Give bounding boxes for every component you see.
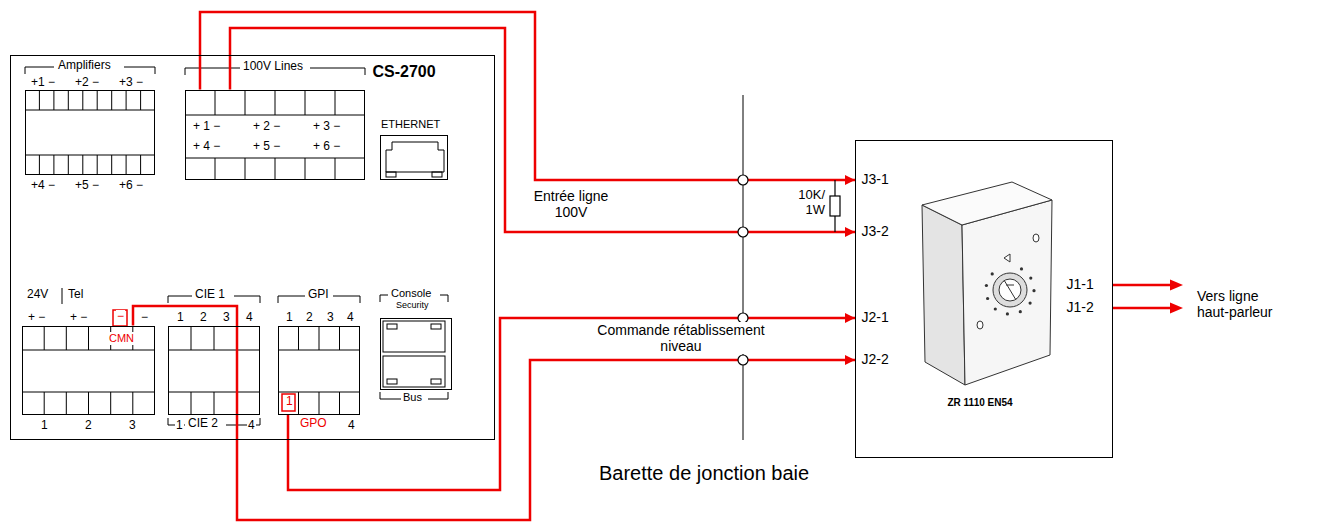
- network-ports: ConsoleSecurityBus: [380, 318, 452, 390]
- knob-dot: [1029, 277, 1032, 280]
- pin-label: +4 −: [30, 179, 56, 193]
- pin-label: 4: [245, 311, 254, 325]
- node-label: GPO: [299, 417, 328, 431]
- pin-label: 4: [347, 419, 356, 433]
- pin-label: +6 −: [118, 179, 144, 193]
- pin-label: 1: [176, 311, 185, 325]
- annotation-text: Barette de jonction baie: [598, 462, 810, 485]
- node-label: Tel: [67, 288, 84, 302]
- wire-label: Commande rétablissement niveau: [594, 322, 768, 354]
- node-label: 24V: [26, 288, 49, 302]
- annotation-text: 10K/ 1W: [786, 188, 826, 218]
- knob-dot: [985, 284, 988, 287]
- pin-label: + 3 −: [312, 120, 341, 134]
- signal-wire: [288, 318, 855, 490]
- knob-dot: [1020, 267, 1023, 270]
- pin-label: + 6 −: [312, 140, 341, 154]
- node-label: CIE 1: [194, 288, 226, 302]
- node-label: 100V Lines: [242, 60, 304, 74]
- node-label: Console: [390, 287, 432, 300]
- pin-label: +3 −: [118, 76, 144, 90]
- pin-label: 2: [84, 419, 93, 433]
- pin-label: 2: [305, 311, 314, 325]
- knob-dot: [1006, 312, 1009, 315]
- node-label: J3-2: [861, 223, 890, 239]
- node-label: J2-2: [861, 351, 890, 367]
- terminal-block: 24VTel: [22, 326, 155, 415]
- pin-label: + −: [27, 311, 46, 325]
- node-label: J2-1: [861, 309, 890, 325]
- terminal-block: Amplifiers: [25, 90, 155, 175]
- controller-panel: CS-2700100V LinesETHERNETAmplifiers24VTe…: [10, 55, 495, 440]
- pin-label: 3: [128, 419, 137, 433]
- pin-label: 1: [285, 395, 294, 409]
- pin-label: 3: [222, 311, 231, 325]
- node-label: GPI: [307, 288, 330, 302]
- knob-dot: [1032, 289, 1035, 292]
- pin-label: +5 −: [74, 179, 100, 193]
- node-label: ETHERNET: [380, 118, 441, 131]
- signal-wire: [200, 12, 855, 180]
- node-label: CIE 2: [187, 417, 219, 431]
- pin-label: + 5 −: [252, 140, 281, 154]
- knob-dot: [1019, 310, 1022, 313]
- level-module: ZR 1110 EN54 J3-1J3-2J2-1J2-2 J1-1J1-2: [855, 140, 1113, 458]
- knob-dot: [1029, 302, 1032, 305]
- pin-label: + 4 −: [192, 140, 221, 154]
- pin-label: + 1 −: [192, 120, 221, 134]
- pin-label: +2 −: [74, 76, 100, 90]
- signal-wire: [133, 306, 855, 520]
- pin-label: + 2 −: [252, 120, 281, 134]
- node-label: J3-1: [861, 171, 890, 187]
- pin-label: 1: [175, 419, 184, 433]
- pin-label: +1 −: [30, 76, 56, 90]
- annotation-text: Vers ligne haut-parleur: [1196, 288, 1288, 320]
- terminal-block: CIE 1CIE 2: [168, 326, 260, 415]
- knob-dot: [991, 272, 994, 275]
- knob-dot: [986, 297, 989, 300]
- pin-label: CMN: [108, 332, 135, 345]
- node-label: J1-2: [1066, 299, 1095, 315]
- terminal-block: GPIGPO: [278, 326, 360, 415]
- node-label: J1-1: [1066, 276, 1095, 292]
- terminal-block: 100V Lines: [185, 90, 365, 180]
- pin-label: 3: [326, 311, 335, 325]
- pin-label: −: [116, 310, 125, 324]
- node-label: CS-2700: [372, 63, 437, 81]
- node-label: Security: [395, 300, 430, 310]
- node-label: Amplifiers: [57, 59, 112, 73]
- wire-label: Entrée ligne 100V: [522, 188, 620, 220]
- node-label: Bus: [402, 391, 423, 404]
- pin-label: 4: [247, 419, 256, 433]
- node-label: ZR 1110 EN54: [947, 397, 1014, 409]
- pin-label: −: [140, 311, 149, 325]
- knob-dot: [994, 307, 997, 310]
- pin-label: 4: [346, 311, 355, 325]
- pin-label: 1: [40, 419, 49, 433]
- pin-label: + −: [69, 311, 88, 325]
- pin-label: 2: [199, 311, 208, 325]
- signal-wire: [230, 28, 855, 232]
- pin-label: 1: [285, 311, 294, 325]
- ethernet-port: ETHERNET: [380, 135, 448, 180]
- terminal-cells: [22, 90, 365, 415]
